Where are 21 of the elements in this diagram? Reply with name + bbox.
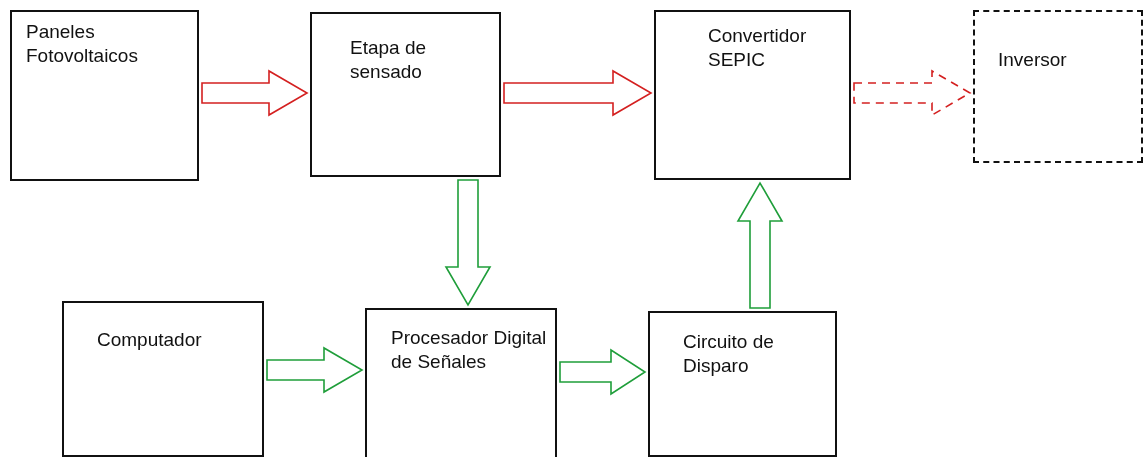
- block: [310, 12, 501, 177]
- block-arrow: [266, 346, 364, 394]
- block-arrow: [736, 181, 784, 309]
- block-arrow: [201, 69, 309, 117]
- block-label: Circuito de Disparo: [683, 330, 775, 378]
- block: [648, 311, 837, 457]
- block-arrow: [444, 179, 492, 307]
- block: [62, 301, 264, 457]
- block: [365, 308, 557, 457]
- dashed-block: [973, 10, 1143, 163]
- block-label: Paneles Fotovoltaicos: [26, 20, 139, 68]
- block-label: Computador: [97, 328, 203, 352]
- block-label: Convertidor SEPIC: [708, 24, 808, 72]
- block: [654, 10, 851, 180]
- block-arrow: [503, 69, 653, 117]
- block-arrow: [559, 348, 647, 396]
- block-label: Procesador Digital de Señales: [391, 326, 548, 374]
- block-label: Inversor: [998, 48, 1068, 72]
- block-arrow: [853, 69, 972, 117]
- block-label: Etapa de sensado: [350, 36, 428, 84]
- block: [10, 10, 199, 181]
